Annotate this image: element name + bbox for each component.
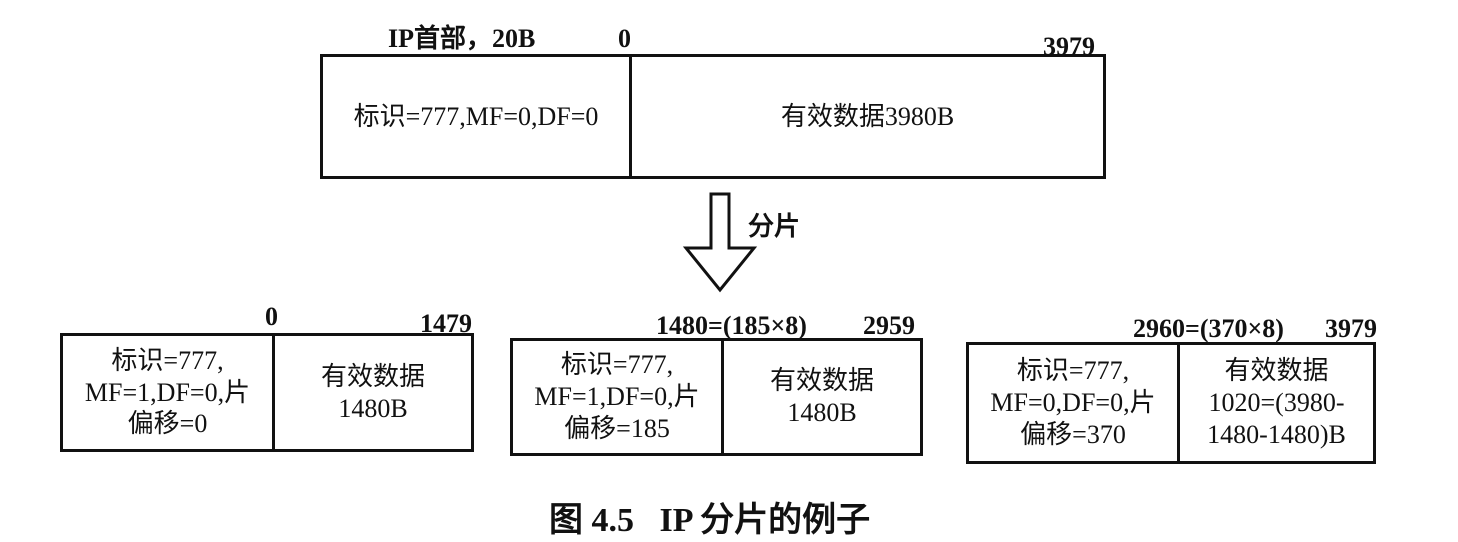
original-header-size-label: IP首部，20B (388, 24, 536, 53)
fragment-1: 标识=777, MF=1,DF=0,片 偏移=0 有效数据 1480B (60, 333, 474, 452)
fragment-1-end-offset: 1479 (420, 309, 472, 338)
fragmentation-label: 分片 (748, 212, 801, 241)
fragmentation-arrow-icon (682, 192, 758, 293)
fragment-1-start-offset: 0 (265, 302, 278, 331)
fragment-3-header-cell: 标识=777, MF=0,DF=0,片 偏移=370 (969, 345, 1180, 461)
fragment-2-end-offset: 2959 (863, 311, 915, 340)
fragment-2-start-offset: 1480=(185×8) (656, 311, 807, 340)
fragment-1-header-cell: 标识=777, MF=1,DF=0,片 偏移=0 (63, 336, 275, 449)
fragment-2: 标识=777, MF=1,DF=0,片 偏移=185 有效数据 1480B (510, 338, 923, 456)
original-payload-cell: 有效数据3980B (780, 101, 955, 131)
fragment-3-payload-cell: 有效数据 1020=(3980- 1480-1480)B (1207, 356, 1346, 449)
original-start-offset: 0 (618, 24, 631, 53)
original-header-cell: 标识=777,MF=0,DF=0 (323, 57, 632, 176)
original-datagram: 标识=777,MF=0,DF=0 有效数据3980B (320, 54, 1106, 179)
fragment-3-end-offset: 3979 (1325, 314, 1377, 343)
fragment-3-start-offset: 2960=(370×8) (1133, 314, 1284, 343)
fragment-3: 标识=777, MF=0,DF=0,片 偏移=370 有效数据 1020=(39… (966, 342, 1376, 464)
fragment-2-header-cell: 标识=777, MF=1,DF=0,片 偏移=185 (513, 341, 724, 453)
fragment-2-payload-cell: 有效数据 1480B (769, 366, 874, 427)
fragment-1-payload-cell: 有效数据 1480B (320, 361, 425, 423)
figure-caption: 图 4.5 IP 分片的例子 (549, 502, 871, 539)
